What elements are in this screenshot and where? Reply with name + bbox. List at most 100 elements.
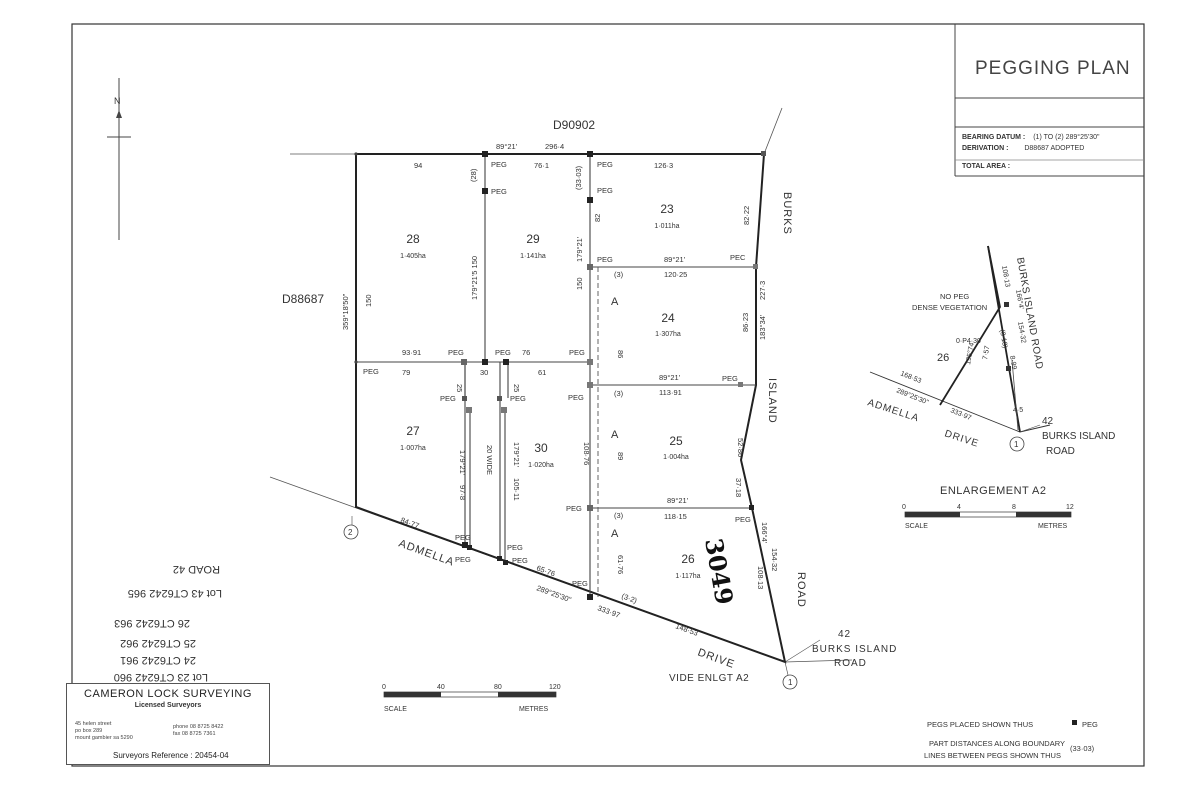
- enl-4-5: 4·5: [1013, 407, 1023, 414]
- dim-bot-148-53: 148·53: [674, 621, 699, 637]
- dim-right-227: 227·3: [758, 281, 767, 300]
- hand-note-6: Lot 23 CT6242 960: [114, 671, 208, 683]
- dim-94: 94: [414, 161, 422, 170]
- lot-30-area: 1·020ha: [528, 462, 554, 469]
- peg-label: PEG: [597, 255, 613, 264]
- dim-bot-bearing: 289°25'30": [535, 583, 572, 604]
- surveyors-reference: Surveyors Reference : 20454-04: [113, 751, 229, 760]
- top-right-extension: [763, 107, 783, 155]
- peg-label: PEG: [363, 367, 379, 376]
- dimensions: 89°21' 296·4 94 76·1 126·3 (28) (33·03) …: [341, 142, 779, 638]
- dim-61-76: 61·76: [616, 555, 625, 574]
- dim-86: 86: [616, 350, 625, 358]
- road-road: ROAD: [795, 572, 807, 608]
- bearing-datum-row: BEARING DATUM : (1) TO (2) 289°25'30": [962, 134, 1100, 141]
- enlargement-scale: 0 4 8 12 SCALE METRES: [902, 504, 1074, 530]
- enl-108-13: 108·13: [1000, 265, 1011, 288]
- dim-row4-118: 118·15: [664, 512, 687, 521]
- dim-wide-bearing-b: 179°21': [512, 442, 521, 468]
- dim-wide-bearing-a: 179°21': [458, 450, 467, 476]
- enl-title: ENLARGEMENT A2: [940, 485, 1046, 497]
- enl-corner-road-1: BURKS ISLAND: [1042, 431, 1115, 442]
- peg-label: PEG: [597, 160, 613, 169]
- title-block: [954, 24, 1144, 177]
- dim-3-b: (3): [614, 389, 624, 398]
- main-scale-tick-3: 120: [549, 684, 561, 691]
- lot-25-area: 1·004ha: [663, 454, 689, 461]
- neighbour-top: D90902: [553, 118, 595, 132]
- plan-title: PEGGING PLAN: [975, 58, 1131, 79]
- peg-label: PEG: [495, 348, 511, 357]
- peg-label: PEG: [597, 186, 613, 195]
- enlargement-a2: 1 BURKS ISLAND ROAD NO PEG DENSE VEGETAT…: [866, 245, 1115, 497]
- peg-label: PEG: [512, 556, 528, 565]
- derivation-label: DERIVATION :: [962, 145, 1009, 152]
- boundary-ticks: [354, 152, 358, 364]
- dim-left-bearing: 359°18'50": [341, 293, 350, 330]
- lot-23-area: 1·011ha: [654, 223, 679, 230]
- legend-peg-marker: [1072, 720, 1077, 725]
- handwritten-lot-number: 3049: [699, 536, 739, 607]
- north-label: N: [114, 96, 121, 106]
- legend-part-dist-2: LINES BETWEEN PEGS SHOWN THUS: [924, 751, 1061, 760]
- corner-road-1: BURKS ISLAND: [812, 644, 897, 655]
- lot-27-area: 1·007ha: [400, 445, 426, 452]
- dim-wide-20: 20 WIDE: [485, 445, 494, 475]
- enl-scale-label: SCALE: [905, 523, 928, 530]
- peg-markers: [461, 151, 766, 600]
- hand-note-4: 25 CT6242 962: [120, 637, 196, 649]
- peg-label: PEG: [735, 515, 751, 524]
- total-area-row: TOTAL AREA :: [962, 163, 1010, 170]
- dim-79: 79: [402, 368, 410, 377]
- main-scale: 0 40 80 120 SCALE METRES: [382, 684, 561, 713]
- dim-76: 76: [522, 348, 530, 357]
- enl-168-53: 168·53: [899, 370, 922, 385]
- ref-point-2-label: 2: [348, 528, 353, 537]
- enl-corner-road-2: ROAD: [1046, 446, 1075, 457]
- enl-scale-tick-0: 0: [902, 504, 906, 511]
- firm-phone: phone 08 8725 8422: [173, 724, 224, 730]
- a-markers: A A A: [611, 296, 619, 540]
- enl-corner-no: 42: [1042, 416, 1054, 427]
- dim-mid-150: 150: [575, 277, 584, 290]
- total-area-label: TOTAL AREA :: [962, 163, 1011, 170]
- lot-29-area: 1·141ha: [520, 253, 546, 260]
- main-scale-tick-1: 40: [437, 684, 445, 691]
- dim-row3-bearing: 89°21': [659, 373, 681, 382]
- enl-166-4: 166°4': [1014, 289, 1025, 310]
- main-scale-tick-0: 0: [382, 684, 386, 691]
- legend-part-dist-1: PART DISTANCES ALONG BOUNDARY: [929, 739, 1065, 748]
- peg-label: PEG: [491, 187, 507, 196]
- dim-3-c: (3): [614, 511, 624, 520]
- road-vide: VIDE ENLGT A2: [669, 673, 749, 684]
- lot-28-area: 1·405ha: [400, 253, 426, 260]
- dim-30: 30: [480, 368, 488, 377]
- main-scale-tick-2: 80: [494, 684, 502, 691]
- firm-fax: fax 08 8725 7361: [173, 731, 216, 737]
- dim-row2-bearing: 89°21': [664, 255, 686, 264]
- corner-road-2: ROAD: [834, 658, 867, 669]
- dim-25b: 25: [512, 384, 521, 392]
- derivation-row: DERIVATION : D88687 ADOPTED: [962, 145, 1084, 152]
- bearing-datum-label: BEARING DATUM :: [962, 134, 1026, 141]
- peg-label: PEG: [572, 579, 588, 588]
- enl-no-peg: NO PEG: [940, 292, 969, 301]
- dim-61: 61: [538, 368, 546, 377]
- peg-label: PEC: [730, 253, 746, 262]
- dim-82-22: 82·22: [742, 206, 751, 225]
- dim-row4-bearing: 89°21': [667, 496, 689, 505]
- lot-27-number: 27: [406, 424, 420, 438]
- firm-contact: phone 08 8725 8422 fax 08 8725 7361: [173, 724, 223, 738]
- legend-peg: PEG: [1082, 720, 1098, 729]
- dim-mid-bearing-b: 179°21': [575, 236, 584, 262]
- a-marker-1: A: [611, 296, 619, 308]
- peg-label: PEG: [448, 348, 464, 357]
- legend: PEGS PLACED SHOWN THUS PEG PART DISTANCE…: [924, 720, 1098, 760]
- peg-label: PEG: [566, 504, 582, 513]
- handwritten-notes: ROAD 42 Lot 43 CT6242 965 26 CT6242 963 …: [114, 563, 222, 683]
- enl-0-p4: 0·P4·30: [956, 338, 981, 345]
- firm-name: CAMERON LOCK SURVEYING: [84, 688, 252, 700]
- dim-mid-bearing-a: 179°21'5 150: [470, 256, 479, 300]
- dim-row3-113: 113·91: [659, 388, 682, 397]
